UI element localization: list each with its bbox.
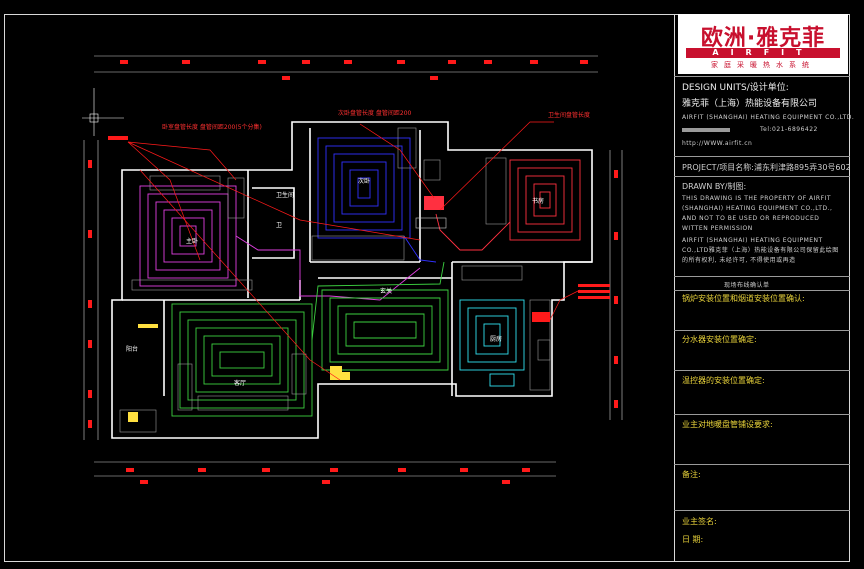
room-label-bath2: 卫 (276, 222, 283, 229)
furniture-kitchen (461, 265, 551, 391)
red-notes (578, 284, 610, 299)
notice-english: THIS DRAWING IS THE PROPERTY OF AIRFIT (… (682, 195, 833, 232)
website: http://WWW.airfit.cn (682, 140, 753, 147)
dimension-lines-top (94, 55, 598, 73)
title-divider (674, 76, 850, 77)
title-divider (674, 176, 850, 177)
brand-english: AIRFIT (686, 48, 840, 58)
design-units-label: DESIGN UNITS/设计单位: (682, 83, 789, 93)
room-label-bath: 卫生间 (276, 192, 295, 199)
brand-tagline: 家庭采暖热水系统 (711, 61, 815, 69)
site-confirm-heading: 现场布线确认单 (724, 282, 770, 289)
drawing-frame (4, 14, 850, 562)
room-label-second: 次卧 (358, 178, 371, 185)
note-study-loop: 卫生间盘管长度 (548, 112, 591, 119)
company-name: 雅克菲（上海）热能设备有限公司 (682, 99, 818, 109)
walls (111, 121, 593, 439)
furniture-living (119, 353, 307, 433)
title-divider (674, 156, 850, 157)
logo-bar (682, 128, 730, 132)
boiler-confirm: 锅炉安装位置和烟道安装位置确认: (682, 294, 805, 303)
notice-chinese: AIRFIT (SHANGHAI) HEATING EQUIPMENT CO.,… (682, 237, 839, 264)
room-label-kitchen: 厨房 (490, 336, 503, 343)
title-divider (674, 370, 850, 371)
note-master-loop: 卧室盘管长度 盘管间距200(5个分集) (162, 124, 262, 131)
room-label-entry: 玄关 (380, 288, 393, 295)
loop-living (171, 261, 445, 417)
owner-signature: 业主签名: (682, 517, 717, 526)
dimension-lines-bottom (94, 461, 556, 477)
phone: Tel:021-6896422 (760, 126, 818, 133)
ucs-crosshair-icon (82, 88, 124, 136)
title-block (674, 14, 850, 562)
title-divider (674, 290, 850, 291)
title-divider (674, 464, 850, 465)
dimension-ticks-right (614, 170, 618, 408)
manifold-confirm: 分水器安装位置确定: (682, 335, 757, 344)
furniture-study (423, 157, 507, 225)
furniture-second (311, 127, 417, 261)
room-label-living: 客厅 (234, 380, 247, 387)
company-english: AIRFIT (SHANGHAI) HEATING EQUIPMENT CO.,… (682, 114, 855, 121)
owner-request: 业主对地暖盘管铺设要求: (682, 420, 773, 429)
remarks: 备注: (682, 470, 701, 479)
dimension-ticks-bottom (126, 468, 530, 484)
room-label-study: 书房 (532, 198, 545, 205)
loop-master-bedroom (139, 185, 421, 301)
brand-name: 欧洲·雅克菲 (700, 26, 826, 51)
room-label-master: 主卧 (186, 238, 199, 245)
loop-study (435, 159, 581, 251)
room-label-balcony: 阳台 (126, 346, 139, 353)
dimension-ticks-top (120, 60, 588, 80)
manifold (108, 136, 550, 422)
loop-dining (321, 289, 449, 371)
dimension-lines-left (83, 140, 99, 440)
brand-logo: 欧洲·雅克菲 AIRFIT 家庭采暖热水系统 (678, 14, 848, 74)
drawn-by: DRAWN BY/制图: (682, 182, 747, 191)
title-divider (674, 510, 850, 511)
sign-date: 日 期: (682, 535, 704, 544)
title-divider (674, 330, 850, 331)
loop-second-bedroom (317, 137, 437, 263)
title-divider (674, 414, 850, 415)
dimension-ticks-left (88, 160, 92, 428)
note-second-loop: 次卧盘管长度 盘管间距200 (338, 110, 412, 117)
loop-kitchen (459, 299, 525, 387)
furniture-master (131, 175, 253, 291)
title-divider (674, 276, 850, 277)
leader-lines (127, 121, 581, 381)
project-name: PROJECT/项目名称:浦东利津路895弄30号602 (682, 163, 851, 172)
thermostat-confirm: 温控器的安装位置确定: (682, 376, 765, 385)
